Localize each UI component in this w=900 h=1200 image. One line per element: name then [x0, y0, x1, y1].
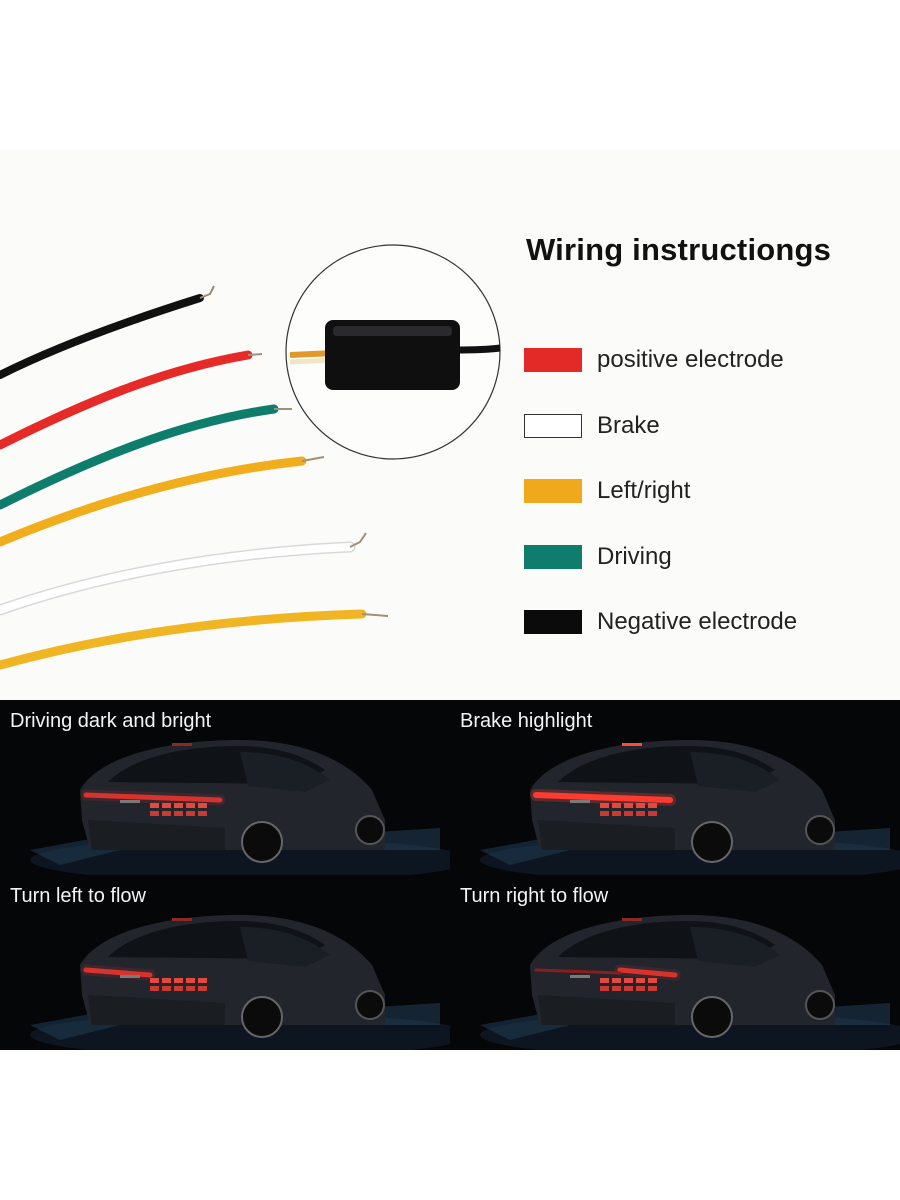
- legend-label: Left/right: [597, 477, 691, 504]
- black-wire-tip: [199, 285, 215, 299]
- legend-row-negative: Negative electrode: [524, 602, 797, 642]
- legend-row-brake: Brake: [524, 406, 660, 446]
- yellow-wire-2: [0, 609, 367, 670]
- wheel: [355, 990, 385, 1020]
- teal-wire: [0, 404, 279, 510]
- legend-swatch: [524, 414, 582, 438]
- taillight-strip: [533, 792, 673, 803]
- wheel: [241, 996, 283, 1038]
- mode-label: Turn right to flow: [460, 885, 609, 907]
- mode-panel-brake: Brake highlight: [450, 700, 900, 875]
- legend-swatch: [524, 348, 582, 372]
- lighting-modes-grid: Driving dark and bright Brake highlight …: [0, 700, 900, 1050]
- wheel: [691, 996, 733, 1038]
- white-wire: [0, 541, 356, 616]
- legend-row-driving: Driving: [524, 537, 672, 577]
- legend-swatch: [524, 545, 582, 569]
- car-illustration: [30, 915, 450, 1050]
- car-illustration: [480, 740, 900, 875]
- wheel: [691, 821, 733, 863]
- legend-label: positive electrode: [597, 346, 784, 373]
- wheel: [355, 815, 385, 845]
- wheel: [241, 821, 283, 863]
- controller-zoom-circle: [285, 244, 501, 460]
- taillight-strip: [83, 967, 153, 978]
- legend-swatch: [524, 610, 582, 634]
- car-illustration: [480, 915, 900, 1050]
- mode-label: Turn left to flow: [10, 885, 146, 907]
- legend-row-left-right: Left/right: [524, 471, 690, 511]
- wheel: [805, 990, 835, 1020]
- yellow-wire: [0, 456, 307, 547]
- controller-box: [325, 320, 460, 390]
- legend-label: Brake: [597, 412, 660, 439]
- legend-swatch: [524, 479, 582, 503]
- taillight-strip: [83, 792, 223, 803]
- legend-label: Driving: [597, 543, 672, 570]
- legend-label: Negative electrode: [597, 608, 798, 635]
- red-wire: [0, 350, 253, 450]
- yellow-wire-tip: [301, 456, 325, 462]
- mode-panel-turn-left: Turn left to flow: [0, 875, 450, 1050]
- black-wire: [0, 294, 204, 379]
- wiring-title: Wiring instructiongs: [526, 232, 832, 267]
- taillight-strip: [617, 967, 678, 978]
- mode-label: Brake highlight: [460, 710, 593, 732]
- mode-panel-driving: Driving dark and bright: [0, 700, 450, 875]
- red-wire-tip: [247, 353, 263, 356]
- wires-illustration: [0, 244, 501, 670]
- car-illustration: [30, 740, 450, 875]
- yellow-wire-2-tip: [361, 613, 389, 617]
- legend-row-positive: positive electrode: [524, 340, 784, 380]
- wheel: [805, 815, 835, 845]
- white-wire-tip: [349, 532, 367, 548]
- mode-panel-turn-right: Turn right to flow: [450, 875, 900, 1050]
- mode-label: Driving dark and bright: [10, 710, 212, 732]
